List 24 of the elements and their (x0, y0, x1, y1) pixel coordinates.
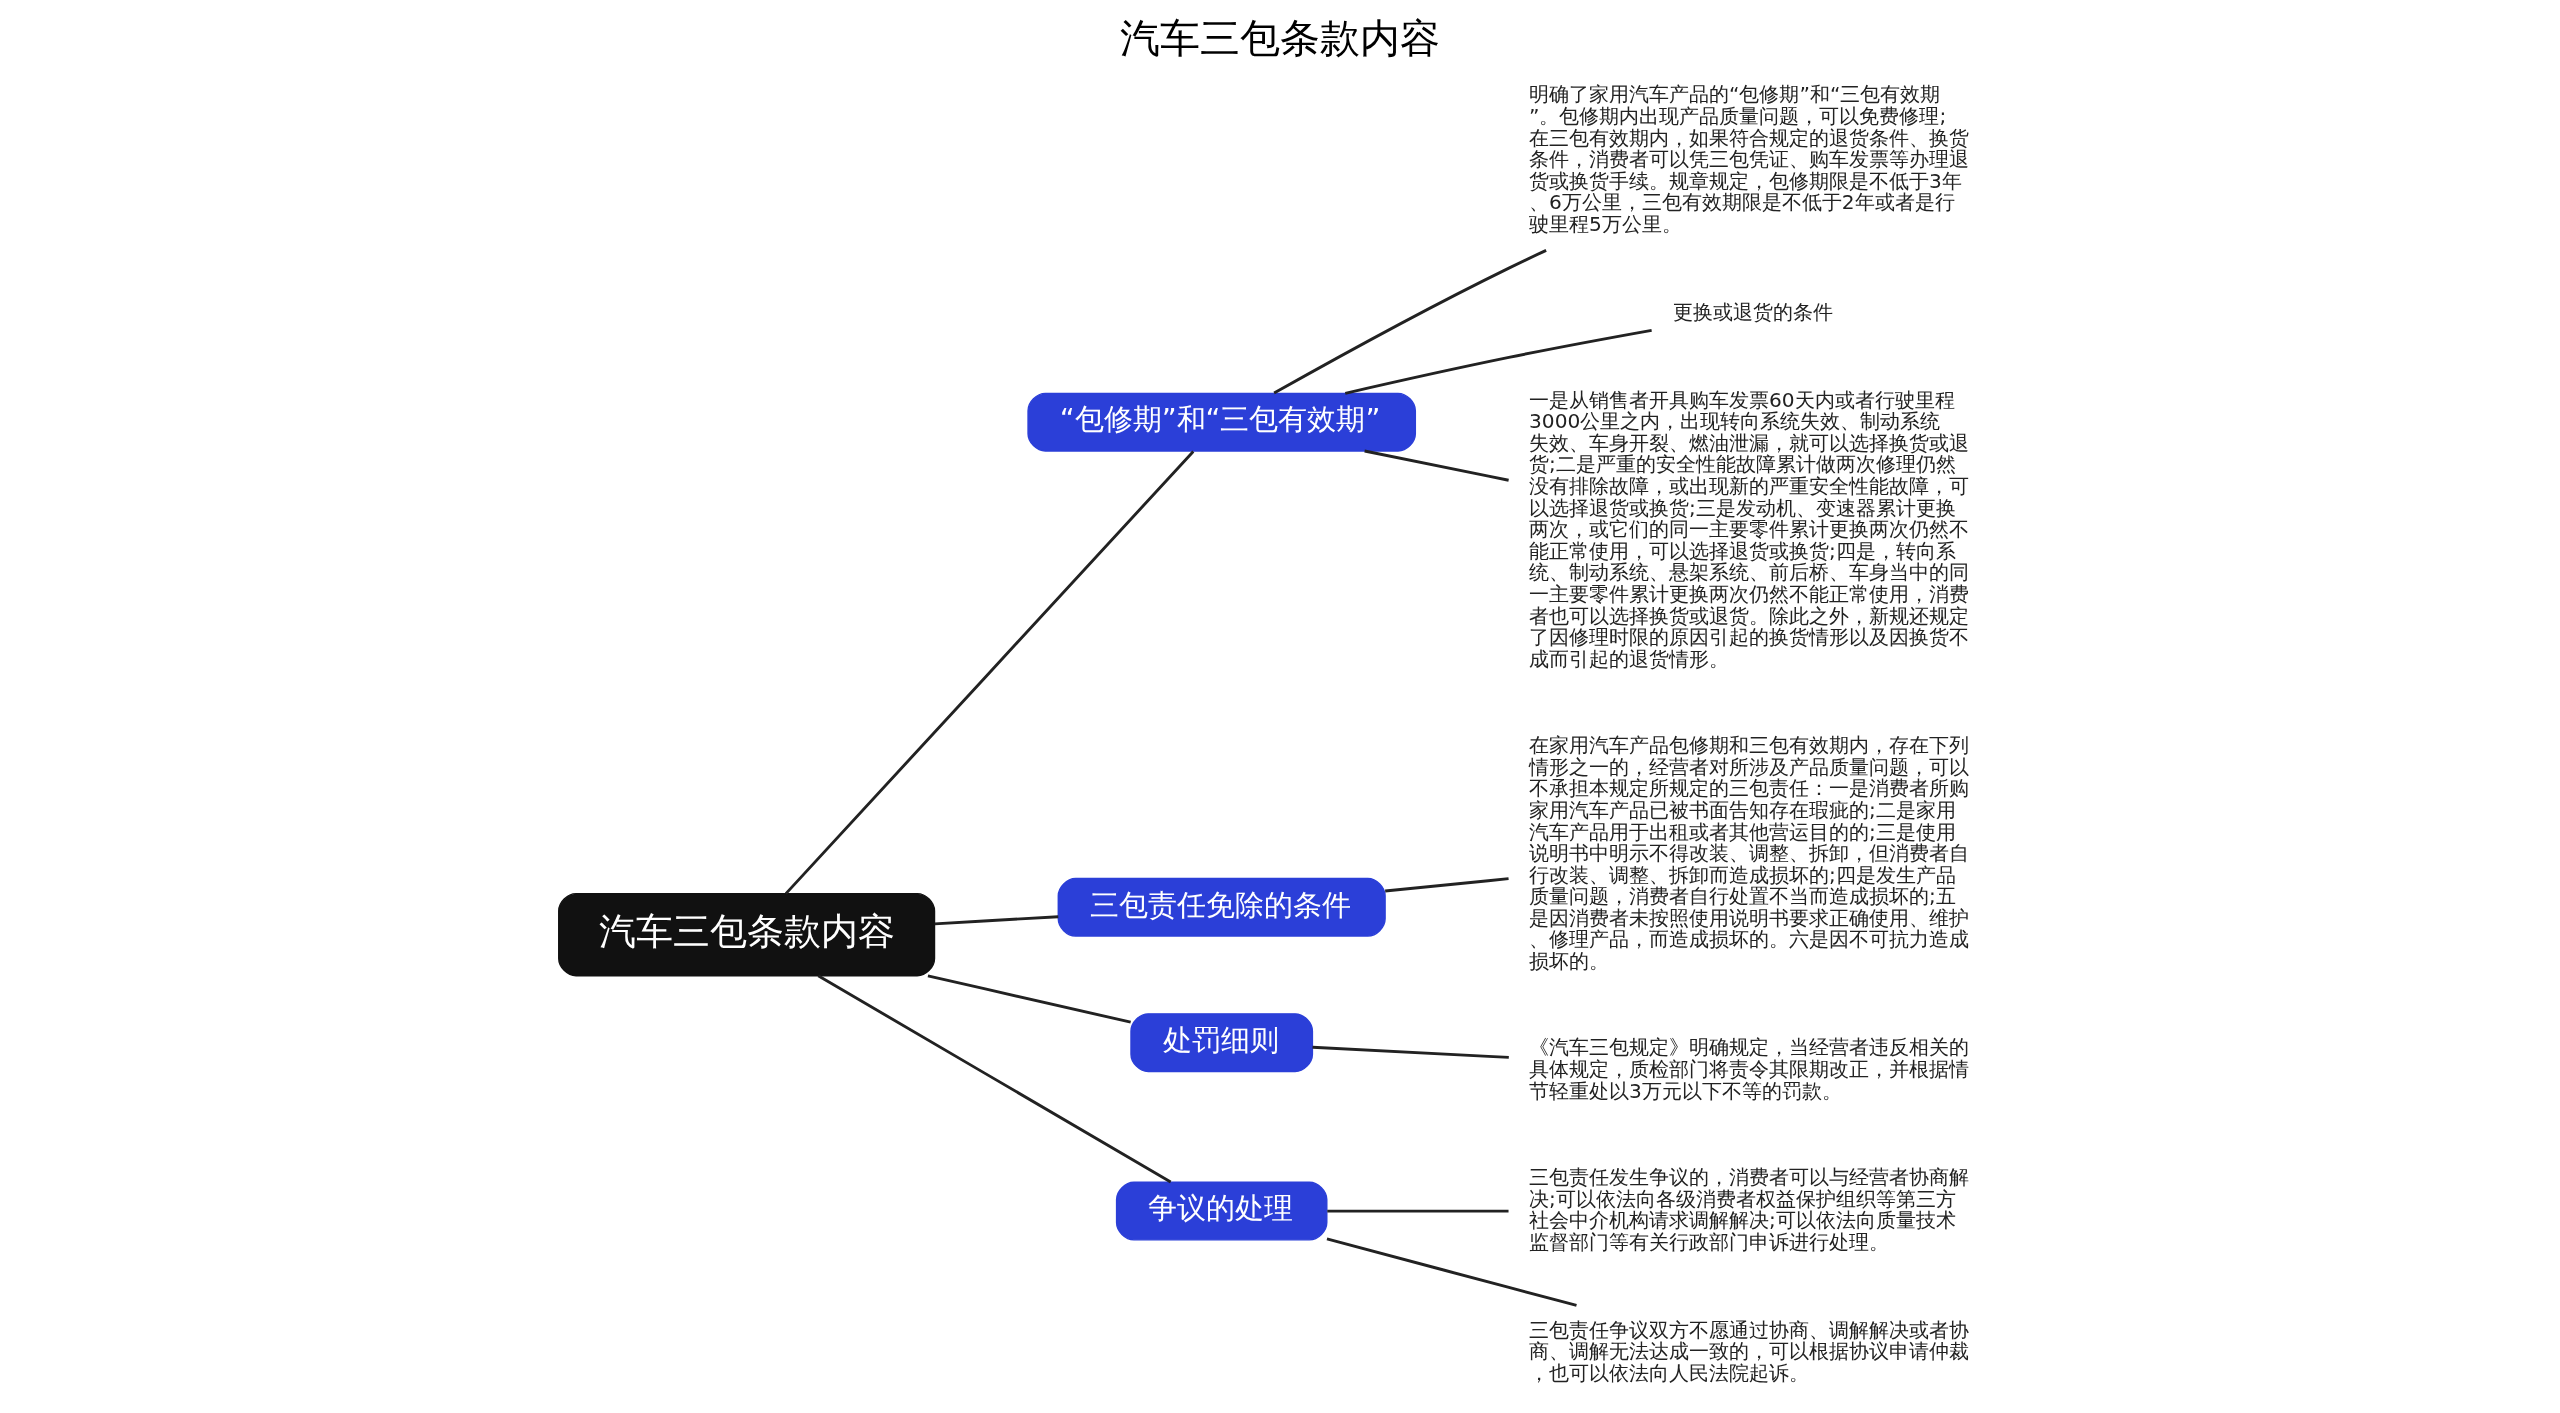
connector (1326, 1237, 1577, 1307)
connector (817, 974, 1172, 1184)
node-text: 三包责任争议双方不愿通过协商、调解解决或者协商、调解无法达成一致的，可以根据协议申请仲裁，也可以依法向人民法院起诉。 (1529, 1317, 1970, 1385)
connector (1344, 328, 1652, 395)
connector (1327, 1209, 1509, 1213)
node-text: 《汽车三包规定》明确规定，当经营者违反相关的具体规定，质检部门将责令其限期改正，并根据情节轻重处以3万元以下不等的罚款。 (1529, 1035, 1970, 1103)
connector (1364, 449, 1509, 482)
node-box: 汽车三包条款内容 (558, 892, 936, 977)
connector (1312, 1045, 1509, 1059)
node-text: 三包责任发生争议的，消费者可以与经营者协商解决;可以依法向各级消费者权益保护组织等第三方社会中介机构请求调解解决;可以依法向质量技术监督部门等有关行政部门申诉进行处理。 (1529, 1165, 1970, 1254)
node-box: 处罚细则 (1130, 1013, 1314, 1073)
diagram-title: 汽车三包条款内容 (1120, 15, 1440, 63)
node-text: 在家用汽车产品包修期和三包有效期内，存在下列情形之一的，经营者对所涉及产品质量问题，可以不承担本规定所规定的三包责任：一是消费者所购家用汽车产品已被书面告知存在瑕疵的;二是家用汽车产品用于出租或者其他营运目的的;三是使用说明书中明示不得改装、调整、拆卸，但消费者自行改装、调整、拆卸而造成损坏的;四是发生产品质量问题，消费者自行处置不当而造成损坏的;五是因消费者未按照使用说明书要求正确使用、维护、修理产品，而造成损坏的。六是因不可抗力造成损坏的。 (1529, 733, 1970, 974)
node-box: “包修期”和“三包有效期” (1027, 392, 1417, 452)
connector (784, 450, 1195, 895)
connector (1273, 249, 1547, 395)
node-text: 更换或退货的条件 (1673, 299, 1834, 324)
connector (934, 915, 1059, 926)
connector (927, 974, 1131, 1024)
connector (1385, 877, 1509, 893)
node-box: 三包责任免除的条件 (1057, 877, 1386, 937)
node-box: 争议的处理 (1115, 1181, 1328, 1241)
node-text: 明确了家用汽车产品的“包修期”和“三包有效期”。包修期内出现产品质量问题，可以免费修理;在三包有效期内，如果符合规定的退货条件、换货条件，消费者可以凭三包凭证、购车发票等办理退货或换货手续。规章规定，包修期限是不低于3年、6万公里，三包有效期限是不低于2年或者是行驶里程5万公里。 (1529, 82, 1970, 236)
node-text: 一是从销售者开具购车发票60天内或者行驶里程3000公里之内，出现转向系统失效、制动系统失效、车身开裂、燃油泄漏，就可以选择换货或退货;二是严重的安全性能故障累计做两次修理仍然没有排除故障，或出现新的严重安全性能故障，可以选择退货或换货;三是发动机、变速器累计更换两次，或它们的同一主要零件累计更换两次仍然不能正常使用，可以选择退货或换货;四是，转向系统、制动系统、悬架系统、前后桥、车身当中的同一主要零件累计更换两次仍然不能正常使用，消费者也可以选择换货或退货。除此之外，新规还规定了因修理时限的原因引起的换货情形以及因换货不成而引起的退货情形。 (1529, 387, 1970, 671)
